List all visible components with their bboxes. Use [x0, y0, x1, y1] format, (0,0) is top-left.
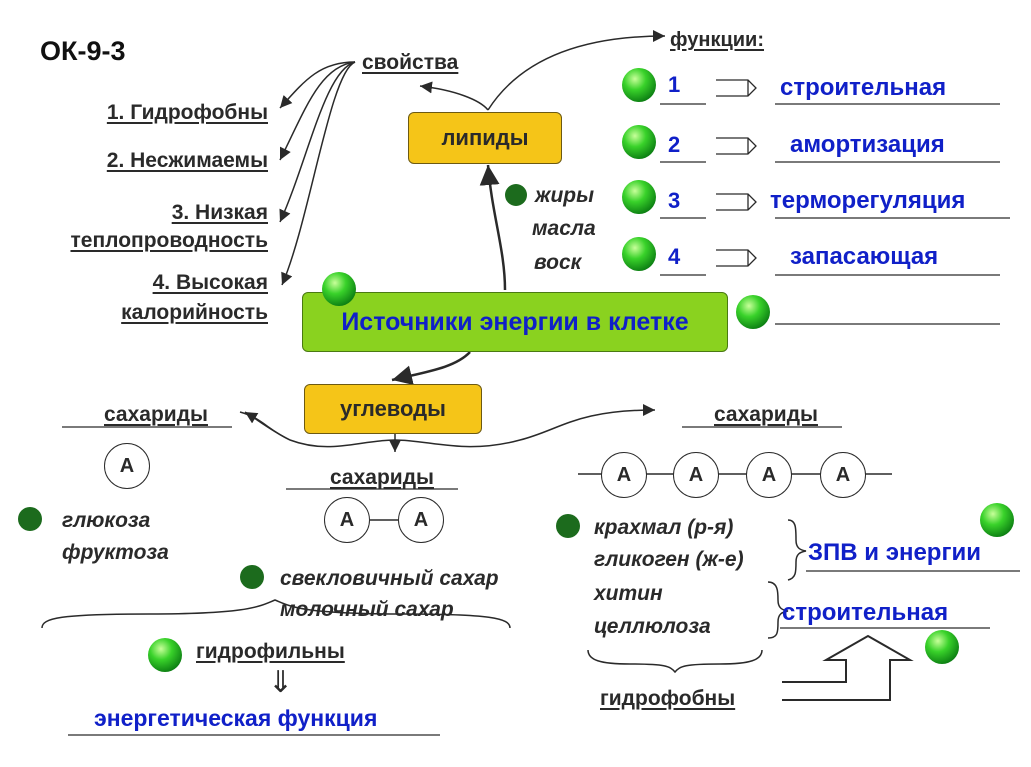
- polysaccharides-header: сахариды: [714, 403, 818, 426]
- property-3-line1: 3. Низкая: [171, 201, 268, 224]
- function-3-number: 3: [668, 188, 681, 213]
- property-4-line2: калорийность: [121, 301, 268, 324]
- polysaccharide-unit-2: А: [673, 452, 719, 498]
- marker-dot: [556, 514, 580, 538]
- marker-dot: [18, 507, 42, 531]
- carbs-box: углеводы: [304, 384, 482, 434]
- hydrophilic-label: гидрофильны: [196, 640, 345, 663]
- property-3-line2: теплопроводность: [70, 229, 268, 252]
- energy-function-label: энергетическая функция: [94, 705, 378, 731]
- bullet-dot: [622, 180, 656, 214]
- poly-example-1: крахмал (р-я): [594, 516, 734, 539]
- bullet-dot: [148, 638, 182, 672]
- function-1-name: строительная: [780, 74, 947, 101]
- marker-dot: [240, 565, 264, 589]
- bullet-dot: [736, 295, 770, 329]
- property-2: 2. Несжимаемы: [106, 149, 268, 172]
- di-example-2: молочный сахар: [280, 598, 454, 621]
- property-1: 1. Гидрофобны: [106, 101, 268, 124]
- bullet-dot: [622, 125, 656, 159]
- property-4-line1: 4. Высокая: [152, 271, 268, 294]
- di-example-1: свекловичный сахар: [280, 567, 499, 590]
- functions-header: функции:: [670, 29, 764, 51]
- disaccharide-unit-1: А: [324, 497, 370, 543]
- poly-example-2: гликоген (ж-е): [594, 548, 744, 571]
- function-1-number: 1: [668, 72, 681, 97]
- lipid-example-3: воск: [534, 251, 582, 274]
- mono-example-1: глюкоза: [62, 509, 151, 532]
- page-title: ОК-9-3: [40, 36, 126, 66]
- bullet-dot: [980, 503, 1014, 537]
- disaccharides-header: сахариды: [330, 466, 434, 489]
- poly-function-structural: строительная: [782, 599, 949, 626]
- mono-example-2: фруктоза: [62, 541, 169, 564]
- disaccharide-unit-2: А: [398, 497, 444, 543]
- poly-example-3: хитин: [594, 582, 663, 605]
- lipids-box: липиды: [408, 112, 562, 164]
- hydrophobic-label: гидрофобны: [600, 687, 736, 710]
- marker-dot: [505, 184, 527, 206]
- down-arrow-icon: ⇓: [268, 666, 294, 699]
- polysaccharide-unit-4: А: [820, 452, 866, 498]
- monosaccharide-unit: А: [104, 443, 150, 489]
- polysaccharide-unit-3: А: [746, 452, 792, 498]
- polysaccharide-unit-1: А: [601, 452, 647, 498]
- lipid-example-1: жиры: [535, 184, 595, 207]
- function-4-name: запасающая: [790, 243, 939, 270]
- energy-sources-box: Источники энергии в клетке: [302, 292, 728, 352]
- bullet-dot: [925, 630, 959, 664]
- function-2-name: амортизация: [790, 131, 945, 158]
- monosaccharides-header: сахариды: [104, 403, 208, 426]
- lipid-example-2: масла: [532, 217, 596, 240]
- function-2-number: 2: [668, 132, 681, 157]
- poly-function-storage: ЗПВ и энергии: [808, 539, 981, 566]
- bullet-dot: [622, 237, 656, 271]
- poly-example-4: целлюлоза: [594, 615, 711, 638]
- bullet-dot: [622, 68, 656, 102]
- function-3-name: терморегуляция: [770, 187, 966, 214]
- function-4-number: 4: [668, 244, 681, 269]
- bullet-dot: [322, 272, 356, 306]
- properties-header: свойства: [362, 51, 459, 74]
